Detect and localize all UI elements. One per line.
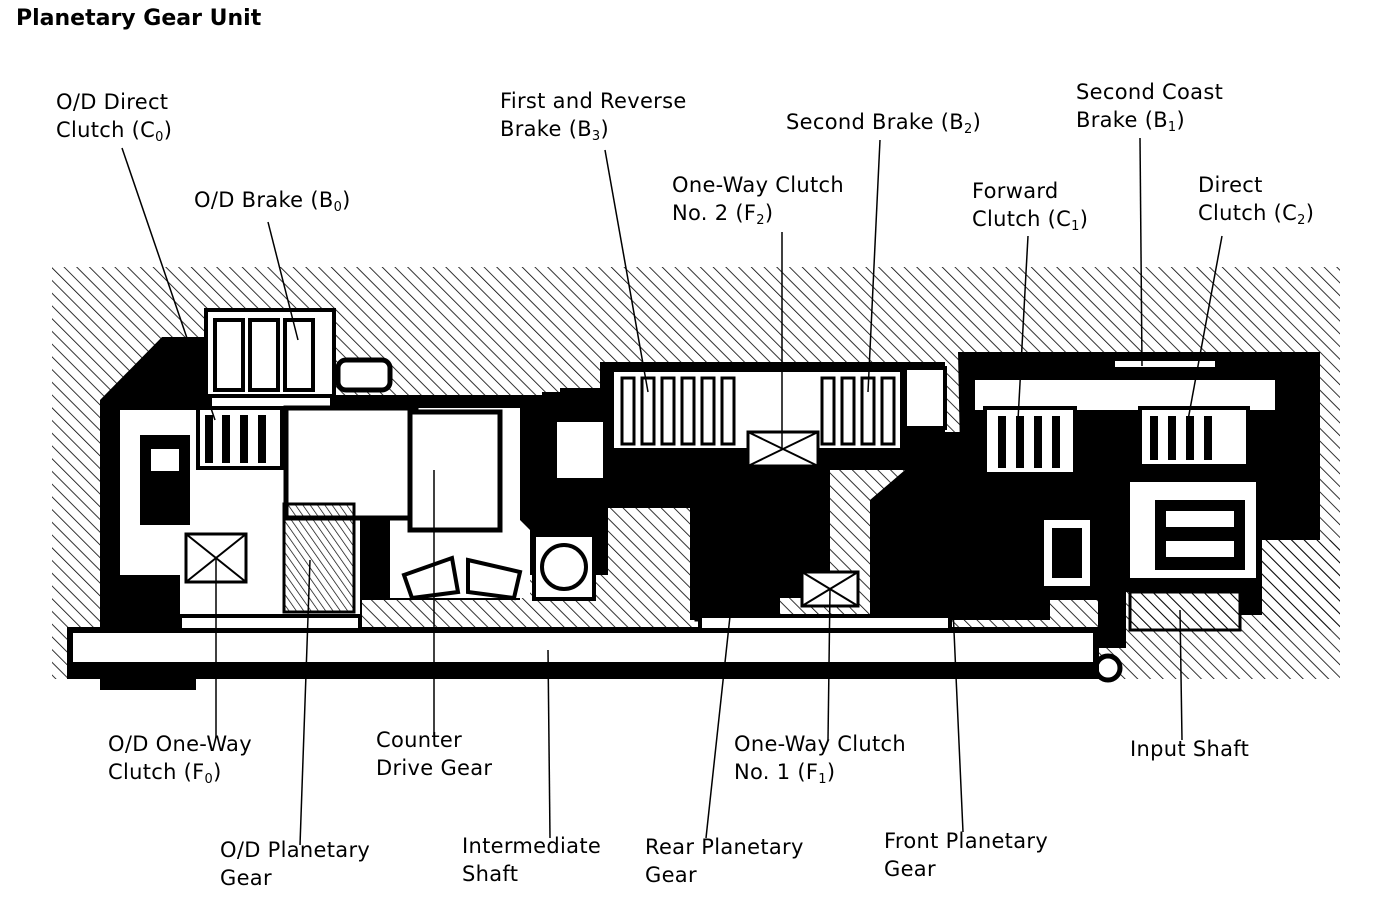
input-shaft-hatch [1128,590,1242,632]
right-case-window [975,380,1275,410]
od-brake-piston [335,357,393,393]
brake-b3-piston [553,418,607,482]
label-forward-clutch: Forward Clutch (C1) [972,179,1089,234]
label-second-brake: Second Brake (B2) [786,110,982,137]
od-drum [283,405,419,521]
diagram-title: Planetary Gear Unit [16,6,262,31]
label-one-way-clutch-1: One-Way Clutch No. 1 (F1) [734,732,906,787]
overdrive-section [100,308,608,690]
counter-drive-gear-section [401,409,596,601]
label-counter-drive-gear: Counter Drive Gear [376,728,493,780]
housing-right-hatch [1262,540,1340,630]
label-intermediate-shaft: Intermediate Shaft [462,834,602,886]
label-one-way-clutch-2: One-Way Clutch No. 2 (F2) [672,173,844,228]
shafts [67,614,1099,679]
label-od-brake: O/D Brake (B0) [194,188,351,215]
label-direct-clutch: Direct Clutch (C2) [1198,173,1315,228]
leader-lines [121,137,1223,846]
label-first-reverse-brake: First and Reverse Brake (B3) [500,89,687,144]
label-od-one-way-clutch: O/D One-Way Clutch (F0) [108,732,252,787]
label-input-shaft: Input Shaft [1130,737,1250,761]
taper-bearing-right [466,557,523,601]
counter-drive-gear-body [407,409,503,533]
od-planetary-gear-shape [282,502,356,614]
taper-bearing-left [401,555,461,601]
middle-section [542,362,960,622]
brake-b2-piston [903,366,947,430]
label-rear-planetary-gear: Rear Planetary Gear [645,835,804,887]
label-od-planetary-gear: O/D Planetary Gear [220,838,371,890]
label-second-coast-brake: Second Coast Brake (B1) [1076,80,1224,135]
label-front-planetary-gear: Front Planetary Gear [884,829,1049,881]
ball-bearing [540,543,588,591]
right-section [870,352,1320,683]
shaft-end-ball [1093,653,1123,683]
label-od-direct-clutch: O/D Direct Clutch (C0) [56,90,173,145]
